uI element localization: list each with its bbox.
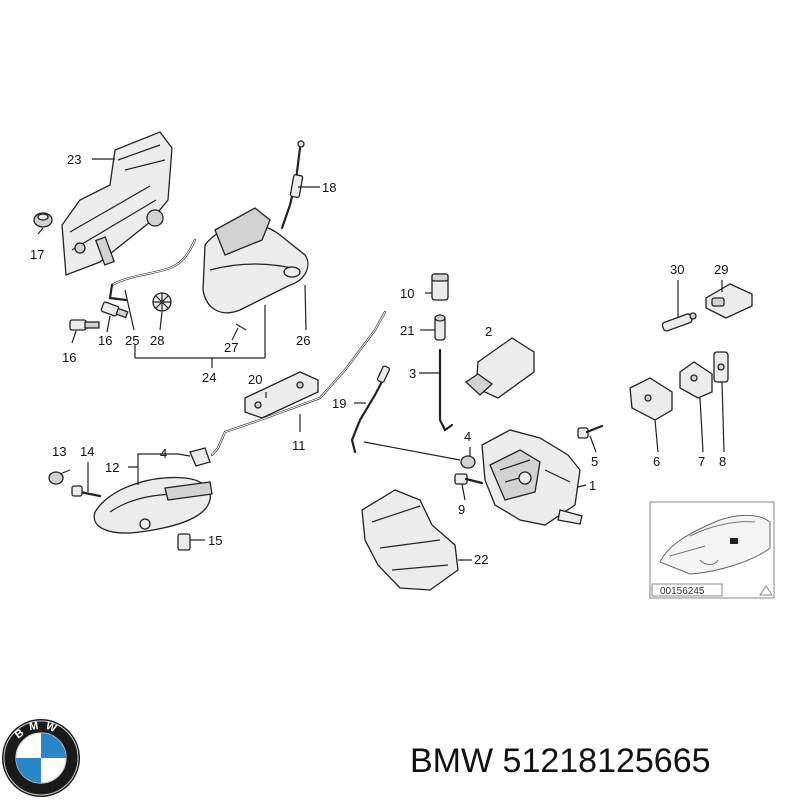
label-14: 14 xyxy=(80,444,94,459)
label-18: 18 xyxy=(322,180,336,195)
knob-10 xyxy=(431,273,449,301)
plate-7 xyxy=(679,361,713,399)
part-labels: 23 18 17 16 16 25 28 27 26 24 10 21 2 3 … xyxy=(30,152,728,567)
inset-reference-number: 00156245 xyxy=(660,586,705,597)
handle-assembly-12 xyxy=(93,476,213,534)
screw-5 xyxy=(577,424,604,439)
label-6: 6 xyxy=(653,454,660,469)
label-17: 17 xyxy=(30,247,44,262)
shim-8 xyxy=(713,351,729,383)
label-16b: 16 xyxy=(98,333,112,348)
label-21: 21 xyxy=(400,323,414,338)
grommet-4b xyxy=(460,455,476,469)
rod-3 xyxy=(438,348,454,432)
label-2: 2 xyxy=(485,324,492,339)
label-8: 8 xyxy=(719,454,726,469)
label-9: 9 xyxy=(458,502,465,517)
door-lock-1 xyxy=(481,429,583,526)
lock-rod-18 xyxy=(280,140,305,230)
label-13: 13 xyxy=(52,444,66,459)
label-10: 10 xyxy=(400,286,414,301)
label-29: 29 xyxy=(714,262,728,277)
handle-cable-25 xyxy=(108,238,197,302)
holder-29 xyxy=(705,283,753,319)
label-12: 12 xyxy=(105,460,119,475)
part-number-title: BMW 51218125665 xyxy=(410,742,711,780)
label-25: 25 xyxy=(125,333,139,348)
label-22: 22 xyxy=(474,552,488,567)
label-26: 26 xyxy=(296,333,310,348)
screw-16a xyxy=(69,319,100,331)
bracket-20 xyxy=(244,371,319,419)
clip-15 xyxy=(177,533,191,551)
label-30: 30 xyxy=(670,262,684,277)
label-4a: 4 xyxy=(160,446,167,461)
rod-11 xyxy=(210,310,387,457)
label-4b: 4 xyxy=(464,429,471,444)
actuator-2 xyxy=(464,337,535,399)
label-1: 1 xyxy=(589,478,596,493)
screw-9 xyxy=(454,473,484,485)
car-location-inset: 00156245 xyxy=(649,501,775,599)
label-16a: 16 xyxy=(62,350,76,365)
label-19: 19 xyxy=(332,396,346,411)
label-3: 3 xyxy=(409,366,416,381)
label-20: 20 xyxy=(248,372,262,387)
label-11: 11 xyxy=(292,438,306,453)
clip-4a xyxy=(189,447,211,467)
screw-16b xyxy=(100,301,129,319)
cover-22 xyxy=(361,489,459,591)
leader-lines xyxy=(37,158,725,561)
logo-quadrant-top-right xyxy=(41,733,66,758)
label-27: 27 xyxy=(224,340,238,355)
grommet-13 xyxy=(48,471,64,485)
screw-14 xyxy=(71,485,102,498)
clip-28 xyxy=(152,292,172,312)
bmw-logo: BMW xyxy=(2,719,80,797)
outer-door-handle-26 xyxy=(202,207,309,331)
striker-6 xyxy=(629,377,673,421)
label-5: 5 xyxy=(591,454,598,469)
label-28: 28 xyxy=(150,333,164,348)
sleeve-21 xyxy=(434,314,446,341)
label-23: 23 xyxy=(67,152,81,167)
label-15: 15 xyxy=(208,533,222,548)
label-24: 24 xyxy=(202,370,216,385)
door-handle-carrier xyxy=(61,131,173,276)
logo-quadrant-bottom-left xyxy=(16,758,41,783)
label-7: 7 xyxy=(698,454,705,469)
pin-30 xyxy=(661,312,697,332)
grommet-17 xyxy=(33,212,53,228)
rod-19 xyxy=(350,365,390,454)
